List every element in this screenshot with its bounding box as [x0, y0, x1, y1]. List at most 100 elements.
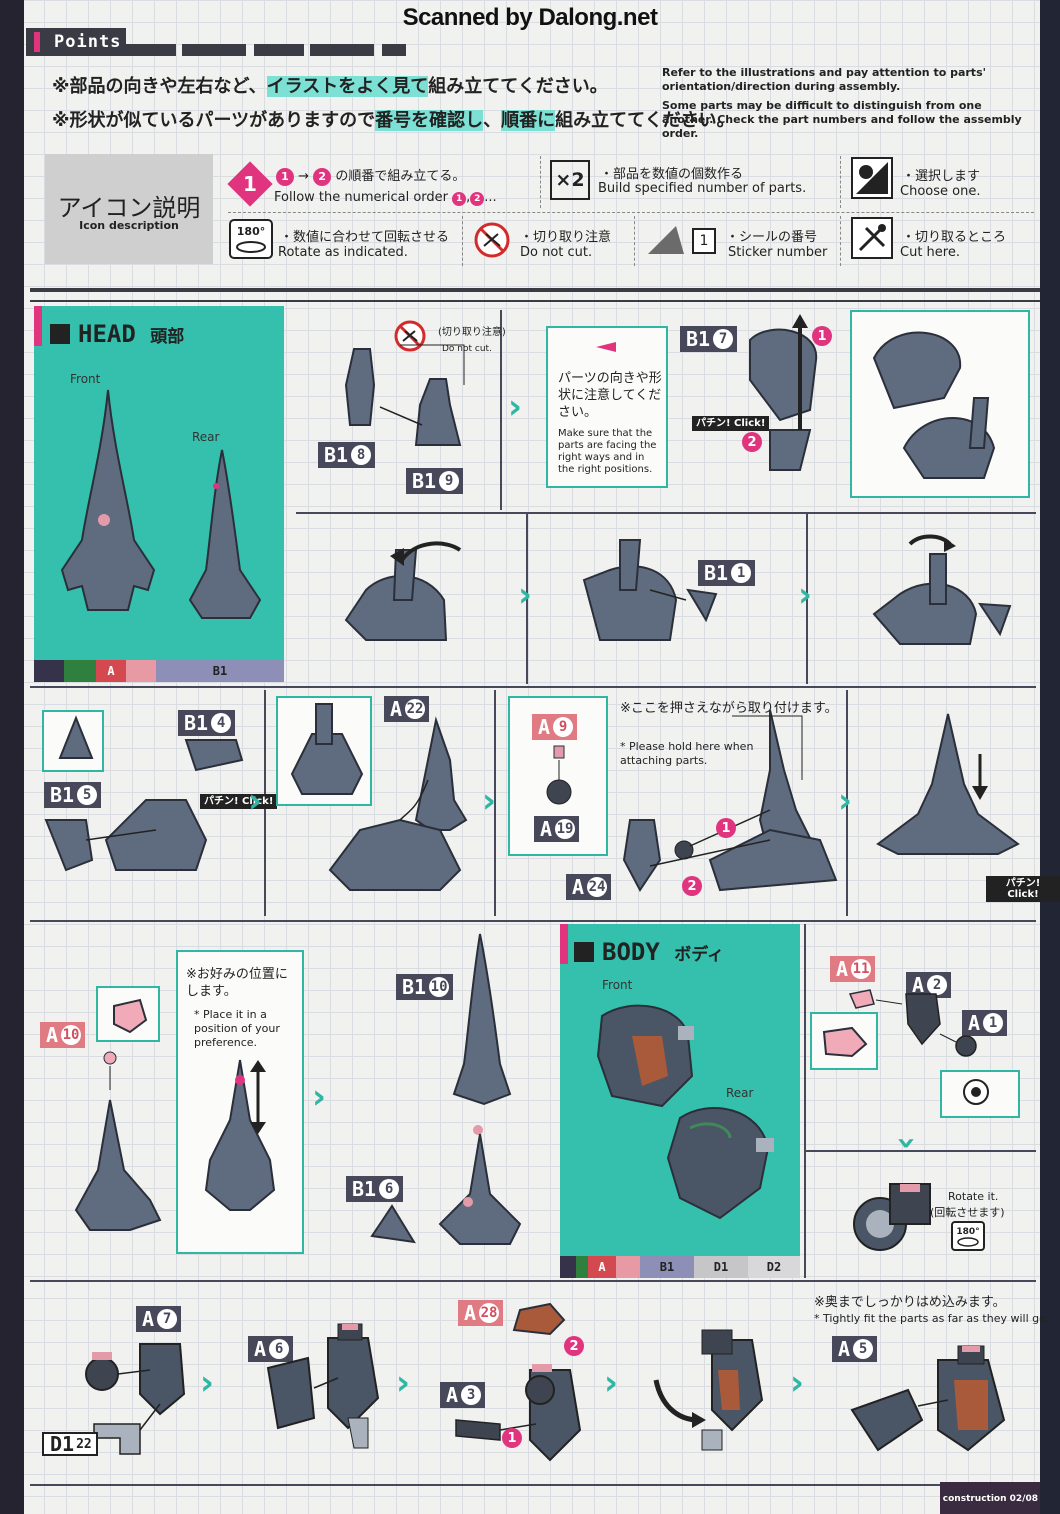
step-divider [30, 920, 1036, 922]
no-cut-icon [394, 320, 426, 352]
multiply-jp: ・部品を数値の個数作る [600, 167, 744, 182]
no-cut-icon [474, 222, 510, 258]
icon-divider [462, 216, 463, 266]
next-step-arrow: › [790, 1363, 805, 1403]
icon-divider [840, 216, 841, 266]
body-torso-rotate-illustration [653, 1329, 764, 1451]
step1-nocut-jp: (切り取り注意) [438, 327, 506, 338]
points-jp-1b: 組み立ててください。 [428, 76, 608, 97]
small-part-illustration [58, 715, 94, 759]
next-step-arrow: › [508, 387, 523, 427]
click-badge: パチン! Click! [200, 794, 278, 809]
points-jp-2-highlight-2: 順番に [501, 110, 556, 131]
page-right-edge [1040, 0, 1060, 1514]
points-jp-2-highlight-1: 番号を確認し [375, 110, 484, 131]
page-left-edge [0, 0, 24, 1514]
page-number: construction 02/08 [942, 1494, 1038, 1504]
body-torso-a3-illustration [455, 1364, 582, 1462]
cut-en: Cut here. [900, 245, 960, 260]
next-step-arrow: › [604, 1363, 619, 1403]
points-jp-2a: ※形状が似ているパーツがありますので [52, 110, 376, 131]
next-step-arrow: › [396, 1363, 411, 1403]
next-step-arrow: › [200, 1363, 215, 1403]
step-divider [30, 686, 1036, 688]
points-en-note-1: Refer to the illustrations and pay atten… [662, 66, 986, 93]
head-color-strip: A B1 [34, 660, 284, 682]
order-step-number: 1 [243, 172, 257, 196]
body-front-illustration [596, 1004, 694, 1108]
section-divider [30, 300, 1040, 302]
head-position-illustration [204, 1059, 276, 1211]
sticker-number-box: 1 [692, 228, 716, 254]
svg-text:180°: 180° [956, 1227, 979, 1237]
section-divider [30, 288, 1040, 292]
order-badge-1: 1 [502, 1428, 522, 1448]
choose-en: Choose one. [900, 184, 981, 199]
head-crest-result-illustration [876, 713, 1020, 855]
order-badge-2: 2 [682, 876, 702, 896]
cut-here-icon [851, 217, 893, 259]
head-part-result-illustration [872, 534, 1012, 645]
step7-preview-illustration [290, 703, 364, 795]
a11-preview-illustration [822, 1026, 868, 1058]
rotate-jp: ・数値に合わせて回転させる [280, 230, 450, 245]
click-badge: パチン! Click! [986, 876, 1060, 902]
step-divider [806, 1150, 1036, 1152]
head-sensor-attach-illustration [74, 1051, 162, 1231]
no-cut-en: Do not cut. [520, 245, 593, 260]
a10-part-illustration [113, 998, 148, 1034]
points-jp-1a: ※部品の向きや左右など、 [52, 76, 267, 97]
head-part-rotate-illustration [344, 541, 462, 641]
step-divider [804, 924, 806, 1278]
icon-description-box [45, 154, 213, 264]
step-divider [846, 690, 848, 916]
page-bottom-line [30, 1484, 940, 1486]
order-badge-2: 2 [742, 432, 762, 452]
points-en-note-2: Some parts may be difficult to distingui… [662, 99, 1022, 140]
head-result-illustration [872, 331, 996, 479]
head-crest-attach-illustration [328, 716, 468, 891]
next-step-arrow: › [518, 575, 533, 615]
step-divider [494, 690, 496, 916]
icon-description-subtitle: Icon description [79, 219, 179, 232]
body-torso-a7-illustration [85, 1343, 186, 1455]
step10-note-en: * Place it in a position of your prefere… [194, 1008, 280, 1049]
points-jp-line-2: ※形状が似ているパーツがありますので番号を確認し、順番に組み立ててください。 [52, 106, 735, 132]
rotate-jp-note: (回転させます) [930, 1206, 1005, 1219]
head-rear-illustration [188, 449, 262, 619]
no-cut-jp: ・切り取り注意 [520, 230, 612, 245]
icon-divider [634, 216, 635, 266]
head-crest-lock-illustration [622, 709, 838, 892]
order-badge-2: 2 [564, 1336, 584, 1356]
points-jp-2-mid: 、 [483, 110, 502, 131]
step17-note-jp: ※奥までしっかりはめ込みます。 [814, 1295, 1006, 1310]
step-divider [500, 310, 502, 510]
points-jp-2b: 組み立ててください。 [555, 110, 735, 131]
next-step-arrow: › [798, 575, 813, 615]
body-title: BODY ボディ [574, 938, 724, 966]
choose-one-icon [851, 157, 893, 199]
rotate-icon: 180° [951, 1221, 985, 1251]
next-step-arrow: › [312, 1077, 327, 1117]
rotate-en-note: Rotate it. [948, 1190, 999, 1203]
step-divider [526, 514, 528, 684]
icon-divider [840, 156, 841, 208]
a28-part-illustration [512, 1302, 566, 1336]
step2-note-box [546, 326, 668, 488]
step8-note-jp: ※ここを押さえながら取り付けます。 [620, 701, 838, 716]
head-rear-label: Rear [192, 430, 220, 444]
a9-a19-parts-illustration [546, 745, 572, 805]
